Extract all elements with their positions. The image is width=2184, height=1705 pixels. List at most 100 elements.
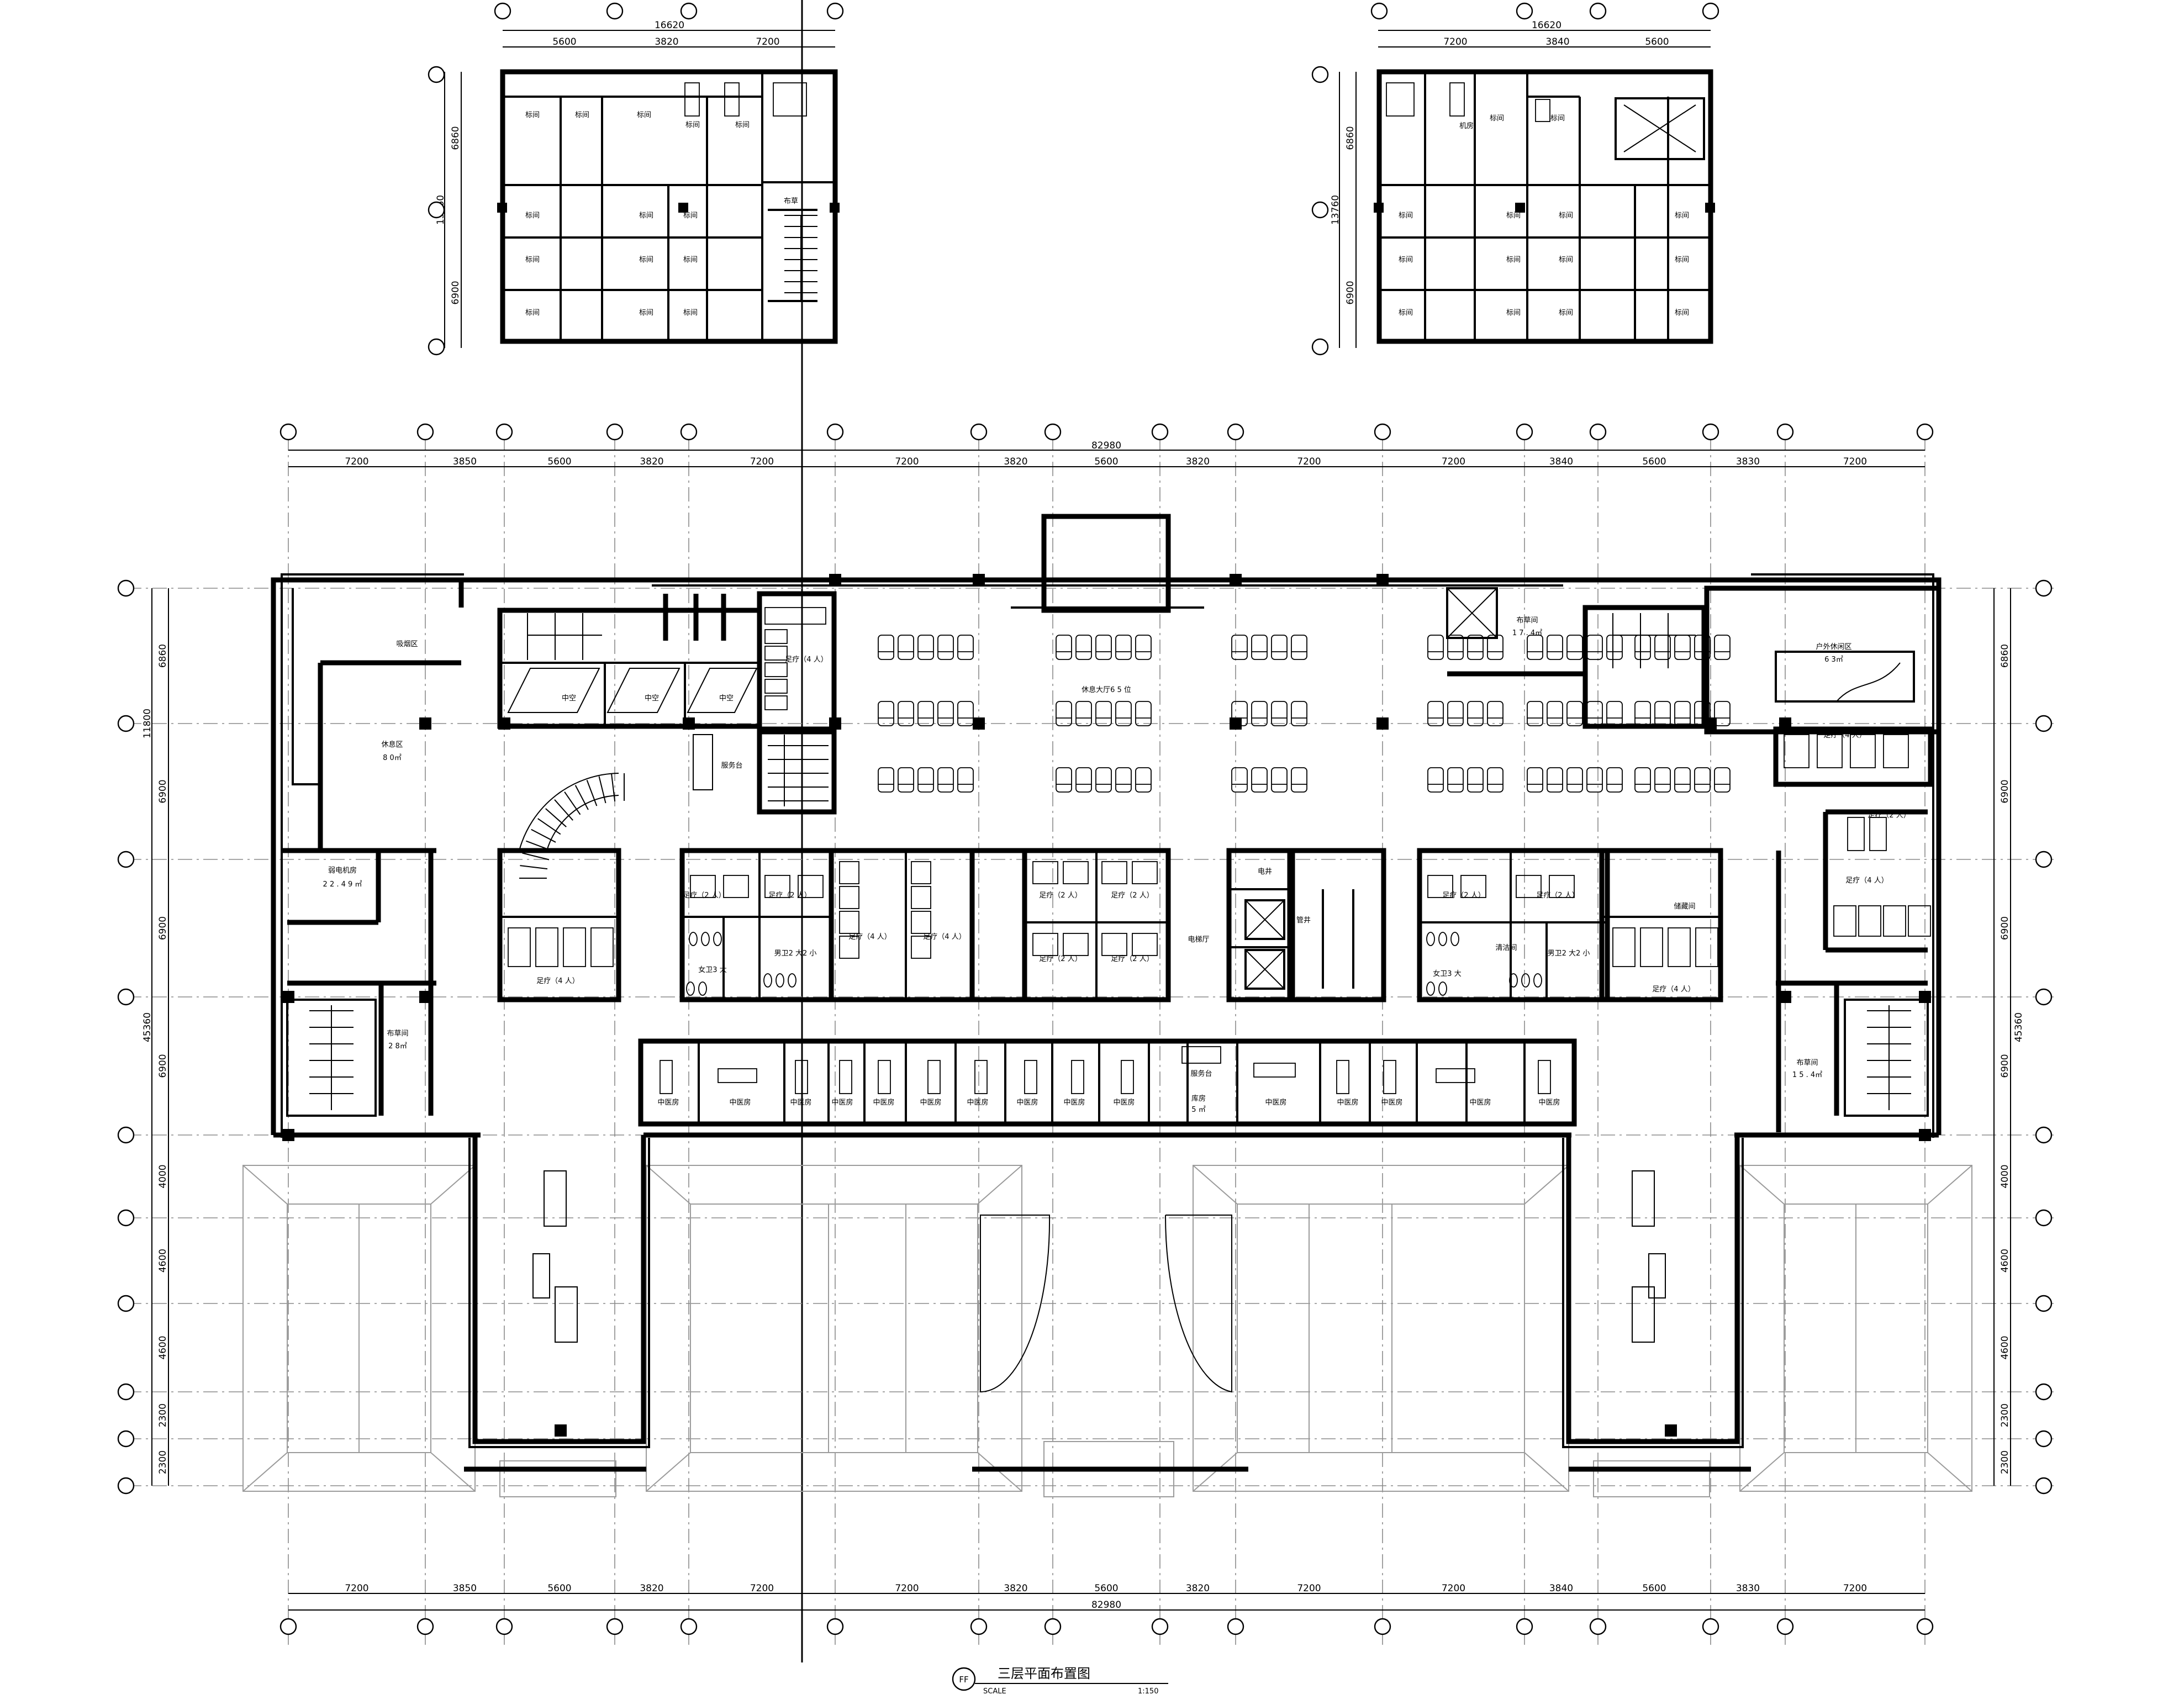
massage-bed [1516, 875, 1542, 898]
lounge-chair [1547, 635, 1563, 660]
lounge-chair [1251, 635, 1268, 660]
label-storage-size: 5 ㎡ [1191, 1106, 1205, 1114]
lounge-chair [1654, 635, 1671, 660]
axis-marker-top [970, 423, 988, 441]
lounge-chair [1694, 767, 1711, 793]
top-bay-label: 3840 [1549, 456, 1573, 467]
column [683, 717, 695, 730]
lounge-chair [1291, 767, 1307, 793]
label-weak-current: 弱电机房 [328, 866, 357, 875]
label-foot2-c: 足疗（2 人） [1039, 891, 1082, 900]
top-bay-label: 3820 [1004, 456, 1027, 467]
label-foot4-d: 足疗（4 人） [923, 933, 966, 941]
massage-bed [911, 861, 931, 884]
tcm-room-label: 中医房 [1381, 1098, 1402, 1107]
lounge-chair [1095, 701, 1112, 726]
label-atrium-2: 中空 [645, 694, 659, 703]
massage-bed [1063, 861, 1089, 884]
tcm-room-label: 中医房 [729, 1098, 751, 1107]
massage-beds [508, 607, 1931, 1094]
bottom-bay-label: 7200 [1297, 1583, 1321, 1594]
svg-text:标间: 标间 [525, 256, 540, 264]
toilet [1438, 932, 1447, 946]
axis-marker-left [117, 988, 135, 1006]
massage-bed [839, 886, 859, 909]
left-total: 45360 [142, 1012, 153, 1042]
lounge-chair [1115, 701, 1132, 726]
axis-marker-bottom [1374, 1618, 1391, 1635]
toilet [686, 981, 695, 996]
tcm-bed [1336, 1060, 1349, 1094]
label-foot4-b: 足疗（4 人） [536, 977, 579, 985]
axis-marker-right [2035, 1209, 2053, 1227]
left-seg-label: 6900 [157, 779, 168, 803]
spiral-tread [574, 785, 589, 810]
right-dimensions: 45360 6860690069006900400046004600230023… [1993, 588, 2024, 1486]
label-foot2-e: 足疗（2 人） [1039, 955, 1082, 963]
column [1705, 717, 1717, 730]
lounge-chair [1447, 701, 1464, 726]
upper-right-total: 16620 [1532, 20, 1561, 31]
spiral-tread [537, 818, 561, 835]
column [419, 991, 431, 1003]
lounge-chair [937, 635, 954, 660]
lounge-chair [1467, 701, 1484, 726]
label-elevator-shaft: 电井 [1258, 868, 1272, 876]
tcm-bed [718, 1068, 757, 1083]
scale-value: 1:150 [1138, 1687, 1158, 1696]
lounge-chair [1566, 701, 1583, 726]
axis-marker-top [1916, 423, 1934, 441]
massage-bed [911, 911, 931, 934]
lounge-chair [878, 767, 894, 793]
label-service-desk-2: 服务台 [1190, 1069, 1212, 1078]
massage-bed [1032, 861, 1058, 884]
tcm-bed [1436, 1068, 1475, 1083]
left-seg-label: 2300 [157, 1450, 168, 1474]
lounge-chair [917, 767, 934, 793]
column [419, 717, 431, 730]
right-seg-label: 6900 [2000, 779, 2011, 803]
axis-marker-right [2035, 988, 2053, 1006]
lounge-chair [1447, 767, 1464, 793]
tcm-bed [1024, 1060, 1037, 1094]
lounge-chair [1291, 635, 1307, 660]
bottom-bay-label: 7200 [1843, 1583, 1867, 1594]
spiral-tread [586, 779, 598, 806]
svg-text:标间: 标间 [1399, 212, 1413, 220]
lounge-chair [1634, 635, 1651, 660]
svg-text:标间: 标间 [525, 212, 540, 220]
top-bay-label: 3830 [1736, 456, 1760, 467]
left-seg-label: 6900 [157, 916, 168, 940]
bottom-bay-label: 3840 [1549, 1583, 1573, 1594]
svg-text:标间: 标间 [1550, 114, 1565, 123]
tcm-room-label: 中医房 [1113, 1098, 1135, 1107]
label-storage: 库房 [1191, 1094, 1206, 1103]
toilet [713, 932, 722, 946]
massage-bed [1101, 933, 1127, 956]
label-female-wc: 女卫3 大 [698, 965, 726, 974]
lounge-chair [1115, 767, 1132, 793]
axis-marker-bottom [970, 1618, 988, 1635]
top-bay-label: 7200 [1843, 456, 1867, 467]
bottom-bay-label: 7200 [750, 1583, 774, 1594]
right-seg-label: 6900 [2000, 1054, 2011, 1078]
lounge-chair [898, 701, 914, 726]
service-counter [1181, 1046, 1221, 1064]
axis-marker-bottom [826, 1618, 844, 1635]
top-bay-label: 7200 [750, 456, 774, 467]
massage-bed [764, 607, 826, 625]
toilet [1521, 973, 1530, 988]
left-seg-label: 2300 [157, 1403, 168, 1427]
lounge-chair [1271, 635, 1288, 660]
svg-text:标间: 标间 [1675, 309, 1689, 317]
column [282, 1129, 294, 1141]
scale-label: SCALE [983, 1687, 1006, 1696]
massage-bed [1549, 875, 1575, 898]
svg-text:标间: 标间 [1399, 309, 1413, 317]
massage-bed [1847, 817, 1865, 851]
lounge-chair [1467, 635, 1484, 660]
column [973, 574, 985, 586]
bottom-bay-label: 3820 [1004, 1583, 1027, 1594]
